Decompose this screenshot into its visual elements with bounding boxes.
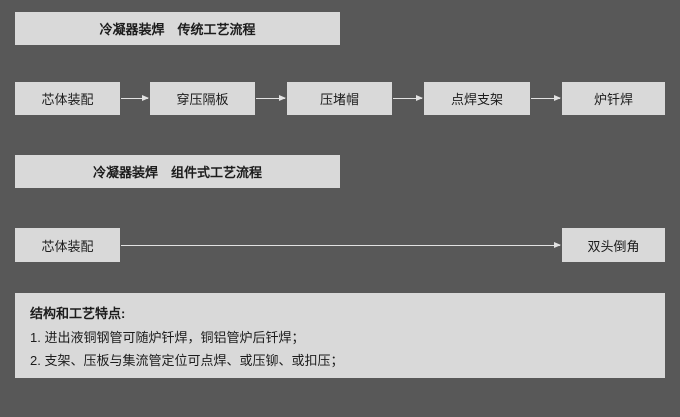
note-item: 2. 支架、压板与集流管定位可点焊、或压铆、或扣压； [30,353,344,369]
note-item: 1. 进出液铜钢管可随炉钎焊，铜铝管炉后钎焊； [30,330,305,346]
notes-title: 结构和工艺特点: [30,306,126,321]
step-double-end-chamfer: 双头倒角 [562,228,665,262]
step-furnace-brazing: 炉钎焊 [562,82,665,115]
step-press-cap: 压堵帽 [287,82,392,115]
step-core-assembly-2: 芯体装配 [15,228,120,262]
flow-arrow-icon [393,95,423,101]
traditional-flow-title: 冷凝器装焊 传统工艺流程 [15,12,340,45]
flow-arrow-icon [121,242,561,248]
flow-arrow-icon [256,95,286,101]
modular-flow-title: 冷凝器装焊 组件式工艺流程 [15,155,340,188]
flow-arrow-icon [121,95,149,101]
step-core-assembly: 芯体装配 [15,82,120,115]
flow-arrow-icon [531,95,561,101]
step-press-partition: 穿压隔板 [150,82,255,115]
step-spot-weld-bracket: 点焊支架 [424,82,530,115]
notes-panel: 结构和工艺特点: 1. 进出液铜钢管可随炉钎焊，铜铝管炉后钎焊； 2. 支架、压… [15,293,665,378]
